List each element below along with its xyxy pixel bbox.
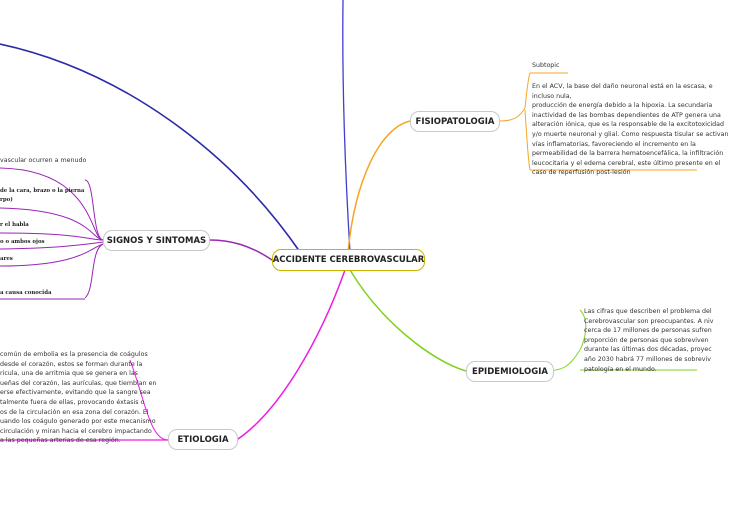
text-line: Cerebrovascular son preocupantes. A niv [584,317,714,325]
text-line: año 2030 habrá 77 millones de sobreviv [584,355,711,363]
signos-link-6 [84,243,104,299]
signos-link-4 [0,241,104,250]
link-top-left [0,43,301,253]
signos-item[interactable]: ares [0,256,13,262]
central-topic[interactable]: ACCIDENTE CEREBROVASCULAR [272,249,425,271]
etiologia-text[interactable]: común de embolia es la presencia de coág… [0,350,157,446]
eti-link-text [129,359,169,441]
text-line: proporción de personas que sobreviven [584,336,709,344]
text-line: erse efectivamente, evitando que la sang… [0,389,151,397]
text-line: leucocitaria y el edema cerebral, este ú… [532,159,721,167]
topic-etiologia-label: ETIOLOGIA [177,434,229,445]
epi-link-text-b [579,309,587,351]
text-line: desde el corazón, estos se forman durant… [0,360,143,368]
link-etiologia [237,269,346,440]
text-line: Las cifras que describen el problema del [584,308,712,315]
text-line: circulación y miran hacia el cerebro imp… [0,427,152,435]
topic-epidemiologia[interactable]: EPIDEMIOLOGIA [466,361,554,382]
fisiopatologia-subtopic[interactable]: Subtopic [532,62,560,69]
topic-fisiopatologia-label: FISIOPATOLOGIA [415,116,495,127]
text-line: incluso nula, [532,92,572,100]
signos-item[interactable]: r el habla [0,222,29,228]
text-line: ricula, una de arritmia que se genera en… [0,370,138,378]
text-line: En el ACV, la base del daño neuronal est… [532,83,713,90]
text-line: cerca de 17 millones de personas sufren [584,327,712,335]
signos-intro[interactable]: vascular ocurren a menudo [0,157,87,164]
topic-fisiopatologia[interactable]: FISIOPATOLOGIA [410,111,500,132]
text-line: a las pequeñas arterias de esa región. [0,437,121,445]
link-signos [209,239,273,261]
text-line: durante las últimas dos décadas, proyec [584,346,712,354]
link-top-center [342,0,351,253]
signos-link-2 [0,207,104,241]
text-line: uando los coágulo generado por este meca… [0,418,156,426]
text-line: inactividad de las bombas dependientes d… [532,111,721,119]
fisiopatologia-text[interactable]: En el ACV, la base del daño neuronal est… [532,82,729,178]
signos-item[interactable]: o o ambos ojos [0,239,45,245]
text-line: ueñas del corazón, las aurículas, que ti… [0,379,157,387]
topic-signos-y-sintomas[interactable]: SIGNOS Y SINTOMAS [103,230,210,251]
text-line: patología en el mundo. [584,365,657,373]
signos-item[interactable]: de la cara, brazo o la pierna [0,188,85,194]
text-line: producción de energía debido a la hipoxi… [532,102,713,110]
central-topic-label: ACCIDENTE CEREBROVASCULAR [272,255,425,265]
signos-link-3 [0,232,104,241]
text-line: y/o muerte neuronal y glial. Como respue… [532,130,729,138]
link-fisiopatologia [347,120,411,253]
text-line: os de la circulación en esa zona del cor… [0,408,149,416]
text-line: permeabilidad de la barrera hematoencefá… [532,150,724,158]
topic-signos-label: SIGNOS Y SINTOMAS [106,235,207,246]
text-line: alteración iónica, que es la responsable… [532,121,725,129]
signos-link-5 [0,243,104,267]
epidemiologia-text[interactable]: Las cifras que describen el problema del… [584,307,713,374]
topic-etiologia[interactable]: ETIOLOGIA [168,429,238,450]
text-line: común de embolia es la presencia de coág… [0,351,148,358]
connector-lines [0,0,697,441]
signos-link-1 [84,179,104,241]
text-line: caso de reperfusión post-lesión [532,169,631,177]
topic-epidemiologia-label: EPIDEMIOLOGIA [472,366,548,377]
fisio-underline [499,107,526,122]
signos-item[interactable]: rpo) [0,197,13,203]
link-epidemiologia [349,269,467,372]
text-line: talmente fuera de ellas, provocando éxta… [0,398,145,406]
signos-item[interactable]: a causa conocida [0,290,52,296]
signos-link-intro [0,167,104,241]
text-line: vías inflamatorias, favoreciendo el incr… [532,140,696,148]
fisio-subtopic-link [524,72,531,109]
fisio-text-link [524,109,531,171]
